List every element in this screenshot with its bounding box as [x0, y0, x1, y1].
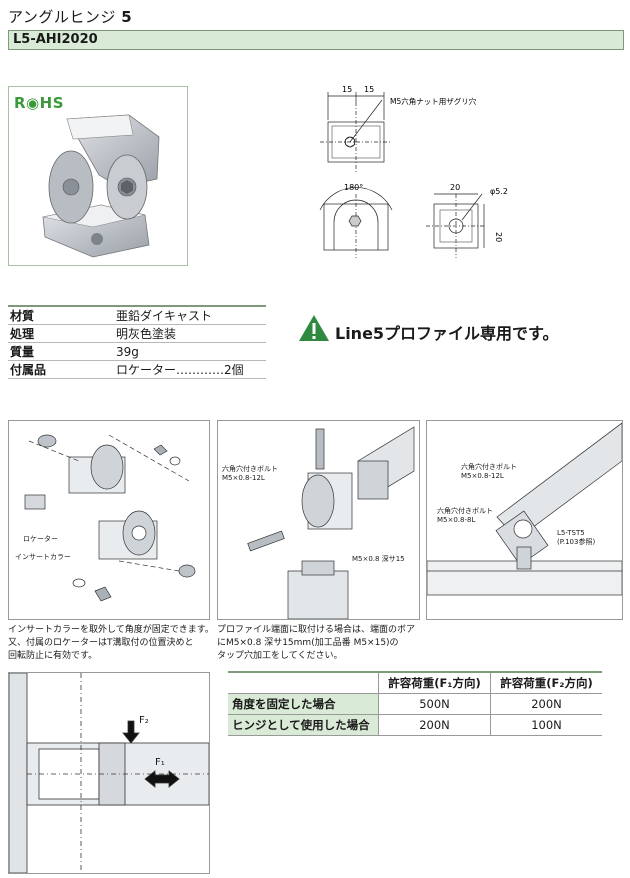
- label-locator: ロケーター: [23, 535, 58, 543]
- row-label: 角度を固定した場合: [228, 693, 379, 715]
- spec-value: 亜鉛ダイキャスト: [114, 305, 266, 325]
- bolt-b-line2: M5×0.8-8L: [437, 516, 476, 524]
- tslot-mount-panel: 六角穴付きボルト M5×0.8-12L 六角穴付きボルト M5×0.8-8L L…: [426, 420, 623, 620]
- product-photo: [8, 86, 188, 266]
- caption-line: タップ穴加工をしてください。: [217, 651, 343, 661]
- bolt-label-line2: M5×0.8-12L: [222, 474, 265, 482]
- bolt-b-line1: 六角穴付きボルト: [437, 507, 493, 515]
- spec-key: 処理: [8, 324, 114, 343]
- profile-mount-illustration: [247, 426, 415, 620]
- rohs-logo: R◉HS: [14, 94, 64, 112]
- table-header-f1: 許容荷重(F₁方向): [378, 671, 491, 694]
- bolt-a-label: 六角穴付きボルト M5×0.8-12L: [461, 463, 517, 481]
- dim-20-top: 20: [450, 183, 460, 192]
- spec-value: ロケーター…………2個: [114, 360, 266, 379]
- caption-line: 又、付属のロケーターはT溝取付の位置決めと: [8, 638, 194, 648]
- load-direction-illustration: [8, 672, 210, 874]
- row-f1: 500N: [378, 693, 491, 715]
- warning-triangle-icon: [299, 315, 329, 341]
- load-table: 許容荷重(F₁方向) 許容荷重(F₂方向) 角度を固定した場合 500N 200…: [228, 671, 602, 736]
- dim-15-left: 15: [342, 85, 352, 94]
- angle-label: 180°: [344, 183, 363, 192]
- assembly-illustration: [24, 434, 196, 602]
- caption-line: にM5×0.8 深サ15mm(加工品番 M5×15)の: [217, 638, 399, 648]
- bolt-a-line2: M5×0.8-12L: [461, 472, 504, 480]
- part-ref-line1: L5-TST5: [557, 529, 585, 537]
- dim-20-side: 20: [494, 232, 503, 242]
- dim-15-right: 15: [364, 85, 374, 94]
- spec-row: 処理明灰色塗装: [8, 324, 266, 343]
- spec-row: 材質亜鉛ダイキャスト: [8, 305, 266, 325]
- table-row: ヒンジとして使用した場合 200N 100N: [228, 714, 602, 736]
- bolt-label-line1: 六角穴付きボルト: [222, 465, 278, 473]
- title-text: アングルヒンジ: [8, 8, 116, 26]
- nut-hole-label: M5六角ナット用ザグリ穴: [390, 96, 477, 106]
- spec-key: 付属品: [8, 360, 114, 379]
- bolt-label: 六角穴付きボルト M5×0.8-12L: [222, 465, 278, 483]
- spec-value: 明灰色塗装: [114, 324, 266, 343]
- caption-line: インサートカラーを取外して角度が固定できます。: [8, 625, 214, 635]
- part-ref-line2: (P.103参照): [557, 538, 596, 546]
- bolt-a-line1: 六角穴付きボルト: [461, 463, 517, 471]
- row-label: ヒンジとして使用した場合: [228, 714, 379, 736]
- dia-label: φ5.2: [490, 187, 508, 196]
- product-code-bar: L5-AHI2020: [8, 30, 624, 50]
- load-direction-panel: F₂ F₁: [8, 672, 210, 874]
- f2-label: F₂: [139, 715, 149, 726]
- spec-value: 39g: [114, 342, 266, 361]
- panel2-caption: プロファイル端面に取付ける場合は、端面のボア にM5×0.8 深サ15mm(加工…: [217, 624, 423, 663]
- table-row: 角度を固定した場合 500N 200N: [228, 693, 602, 715]
- table-header-row: 許容荷重(F₁方向) 許容荷重(F₂方向): [228, 671, 602, 694]
- tap-label: M5×0.8 深サ15: [352, 555, 405, 563]
- caption-line: 回転防止に有効です。: [8, 651, 98, 661]
- table-header-blank: [228, 671, 379, 694]
- spec-row: 付属品ロケーター…………2個: [8, 360, 266, 379]
- warning-text: Line5プロファイル専用です。: [335, 324, 559, 343]
- panel1-caption: インサートカラーを取外して角度が固定できます。 又、付属のロケーターはT溝取付の…: [8, 624, 214, 663]
- technical-drawing: 15 15 M5六角ナット用ザグリ穴 180° 20 φ5.2 20: [319, 85, 508, 258]
- f1-label: F₁: [155, 757, 165, 768]
- part-ref-label: L5-TST5 (P.103参照): [557, 529, 595, 547]
- caption-line: プロファイル端面に取付ける場合は、端面のボア: [217, 625, 416, 635]
- spec-key: 材質: [8, 305, 114, 325]
- row-f2: 100N: [490, 714, 602, 736]
- assembly-panel: ロケーター インサートカラー: [8, 420, 210, 620]
- title-number: 5: [121, 8, 133, 26]
- label-insert-collar: インサートカラー: [15, 553, 71, 561]
- tslot-mount-illustration: [426, 422, 623, 596]
- row-f2: 200N: [490, 693, 602, 715]
- hinge-photo-illustration: [42, 114, 160, 258]
- bolt-b-label: 六角穴付きボルト M5×0.8-8L: [437, 507, 493, 525]
- page-title: アングルヒンジ 5: [8, 6, 132, 27]
- profile-mount-panel: 六角穴付きボルト M5×0.8-12L M5×0.8 深サ15: [217, 420, 420, 620]
- spec-key: 質量: [8, 342, 114, 361]
- table-header-f2: 許容荷重(F₂方向): [490, 671, 602, 694]
- row-f1: 200N: [378, 714, 491, 736]
